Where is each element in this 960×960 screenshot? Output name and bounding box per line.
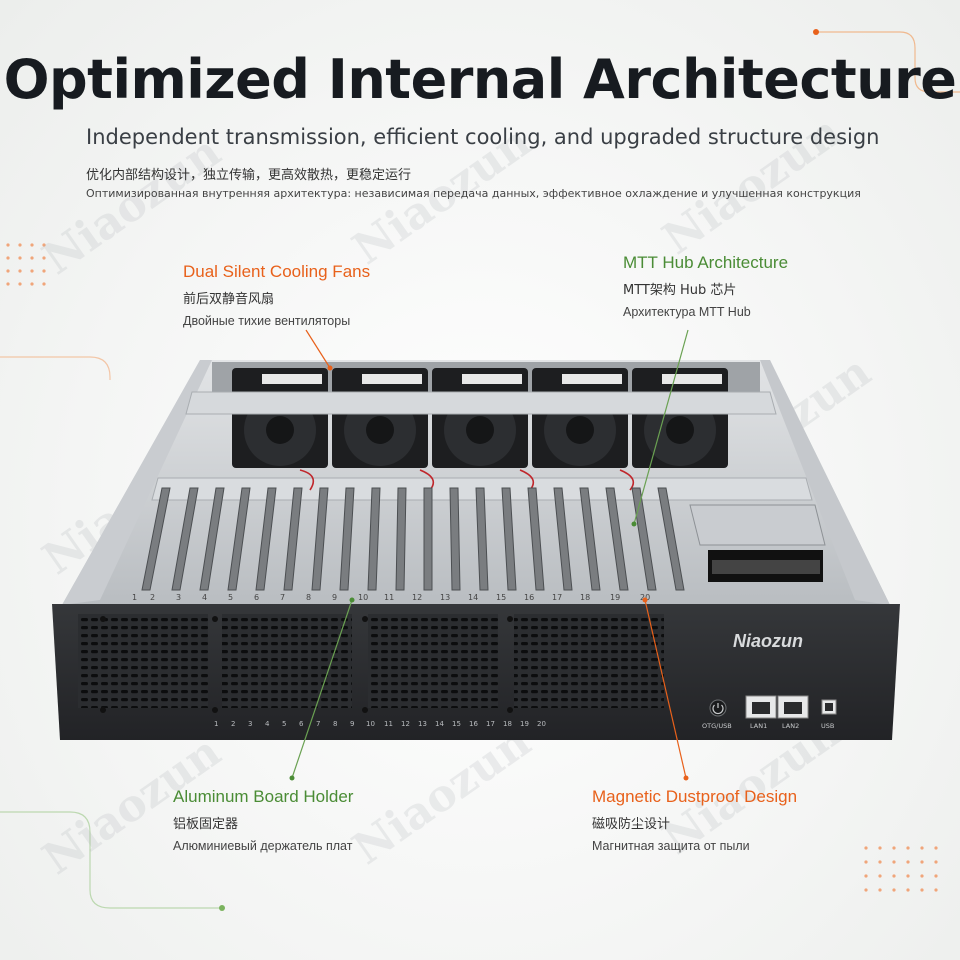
callout-holder-title: Aluminum Board Holder <box>173 787 354 806</box>
slot-number: 17 <box>552 593 562 602</box>
port-number: 18 <box>503 720 512 728</box>
callout-hub-title: MTT Hub Architecture <box>623 253 789 272</box>
callout-line-hub <box>633 329 689 525</box>
port-number: 14 <box>435 720 444 728</box>
slot-number: 2 <box>150 593 155 602</box>
callout-dust-title: Magnetic Dustproof Design <box>592 787 798 806</box>
port-number: 6 <box>299 720 304 728</box>
port-number: 8 <box>333 720 337 728</box>
port-number: 11 <box>384 720 393 728</box>
port-number: 10 <box>366 720 375 728</box>
callout-fans-cn: 前后双静音风扇 <box>183 292 275 307</box>
slot-number: 20 <box>640 593 650 602</box>
port-number: 1 <box>214 720 218 728</box>
slot-number: 14 <box>468 593 478 602</box>
slot-number: 10 <box>358 593 368 602</box>
callout-hub: MTT Hub Architecture MTT架构 Hub 芯片 Архите… <box>623 253 788 319</box>
port-number: 5 <box>282 720 286 728</box>
page-subtitle: Independent transmission, efficient cool… <box>86 125 880 149</box>
callout-hub-ru: Архитектура MTT Hub <box>623 305 751 319</box>
vent-grille <box>368 614 498 708</box>
port-number: 15 <box>452 720 461 728</box>
callout-fans-title: Dual Silent Cooling Fans <box>183 262 371 281</box>
port-number: 2 <box>231 720 235 728</box>
brand-logo: Niaozun <box>733 631 803 651</box>
callout-holder-ru: Алюминиевый держатель плат <box>173 839 353 853</box>
callout-line-fans <box>305 329 331 369</box>
callout-dust-ru: Магнитная защита от пыли <box>592 839 750 853</box>
slot-number: 19 <box>610 593 620 602</box>
port-number: 16 <box>469 720 478 728</box>
port-number: 13 <box>418 720 427 728</box>
port-number: 4 <box>265 720 270 728</box>
otg-label: OTG/USB <box>702 722 732 730</box>
callout-fans-ru: Двойные тихие вентиляторы <box>183 314 351 328</box>
port-number: 17 <box>486 720 495 728</box>
port-number: 19 <box>520 720 529 728</box>
slot-number: 18 <box>580 593 590 602</box>
callout-dust-cn: 磁吸防尘设计 <box>592 817 671 832</box>
slot-number: 7 <box>280 593 285 602</box>
callout-holder: Aluminum Board Holder 铝板固定器 Алюминиевый … <box>173 787 353 853</box>
callout-holder-cn: 铝板固定器 <box>173 817 239 832</box>
slot-number: 12 <box>412 593 422 602</box>
callout-line-dust <box>644 599 687 779</box>
callout-dust: Magnetic Dustproof Design 磁吸防尘设计 Магнитн… <box>592 787 797 853</box>
callout-line-holder <box>291 599 353 779</box>
slot-number: 1 <box>132 593 137 602</box>
slot-number: 9 <box>332 593 337 602</box>
slot-number: 4 <box>202 593 207 602</box>
slot-number: 16 <box>524 593 534 602</box>
port-number-row: 1 2 3 4 5 6 7 8 9 10 11 12 13 14 15 16 1… <box>214 720 546 728</box>
vent-grille <box>514 614 664 708</box>
vent-grille <box>222 614 352 708</box>
slot-number: 15 <box>496 593 506 602</box>
subtitle-chinese: 优化内部结构设计，独立传输，更高效散热，更稳定运行 <box>86 168 412 183</box>
callout-fans: Dual Silent Cooling Fans 前后双静音风扇 Двойные… <box>183 262 370 328</box>
slot-number: 8 <box>306 593 311 602</box>
slot-number: 13 <box>440 593 450 602</box>
port-number: 9 <box>350 720 354 728</box>
lan1-label: LAN1 <box>750 722 767 730</box>
port-number: 12 <box>401 720 410 728</box>
power-icon <box>712 703 724 715</box>
usb-label: USB <box>821 722 834 730</box>
slot-number: 6 <box>254 593 259 602</box>
lan2-label: LAN2 <box>782 722 799 730</box>
port-number: 3 <box>248 720 252 728</box>
pcb-boards <box>141 487 685 591</box>
slot-number: 5 <box>228 593 233 602</box>
port-number: 7 <box>316 720 320 728</box>
slot-number: 11 <box>384 593 394 602</box>
page-title: Optimized Internal Architecture <box>3 48 957 111</box>
subtitle-russian: Оптимизированная внутренняя архитектура:… <box>86 187 861 200</box>
vent-grille <box>78 614 208 708</box>
slot-number-row: 1 2 3 4 5 6 7 8 9 10 11 12 13 14 15 16 1… <box>132 593 650 602</box>
slot-number: 3 <box>176 593 181 602</box>
port-number: 20 <box>537 720 546 728</box>
callout-hub-cn: MTT架构 Hub 芯片 <box>623 283 737 298</box>
